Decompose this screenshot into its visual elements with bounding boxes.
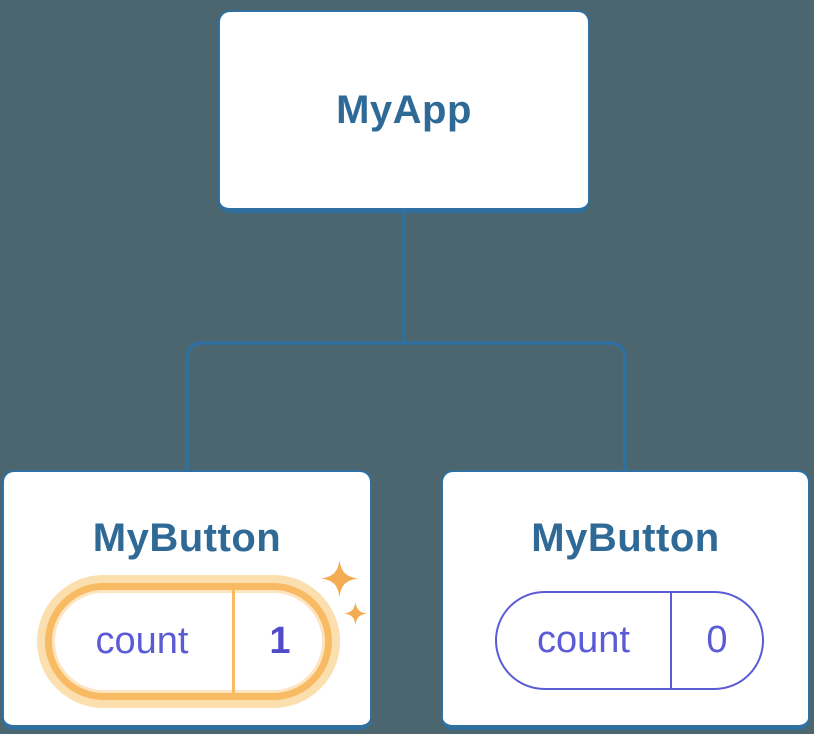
sparkle-icon [321, 560, 367, 625]
state-key-label: count [537, 619, 630, 661]
node-mybutton-active: MyButton count 1 [2, 470, 372, 730]
state-pill-active: count 1 [45, 583, 332, 700]
state-pill-idle: count 0 [495, 591, 764, 690]
state-key-label: count [95, 620, 189, 662]
connector-bracket [185, 341, 627, 471]
state-value: 0 [670, 593, 762, 688]
sparkle-icon-small [344, 602, 367, 625]
component-name-mybutton-idle: MyButton [531, 516, 720, 560]
component-name-root: MyApp [336, 87, 472, 132]
node-mybutton-idle: MyButton count 0 [441, 470, 810, 730]
state-value: 1 [232, 590, 325, 693]
component-name-mybutton-active: MyButton [92, 516, 282, 560]
sparkle-icon-large [321, 560, 358, 597]
node-myapp: MyApp [218, 10, 590, 213]
